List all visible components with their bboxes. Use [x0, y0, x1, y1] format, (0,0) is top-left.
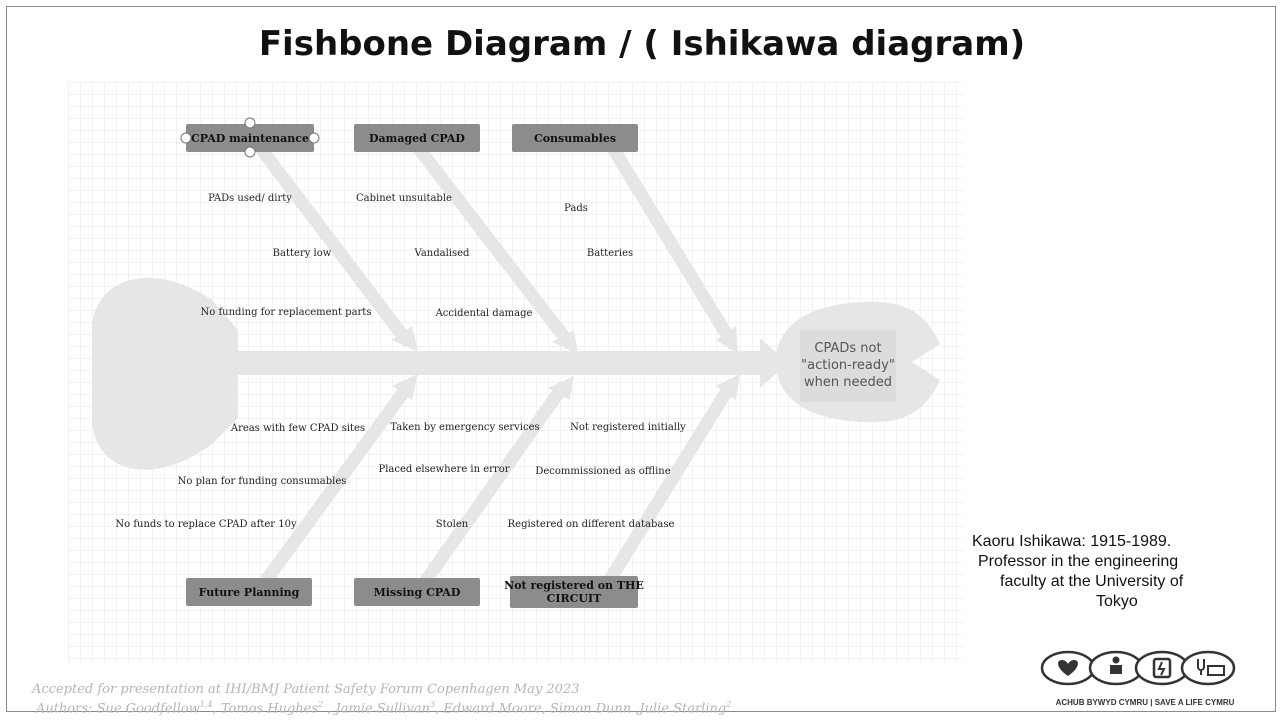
bone-future-planning: [255, 379, 415, 593]
bone-damaged-cpad: [413, 143, 575, 349]
head-line-1: CPADs not: [814, 341, 881, 356]
cause-label: PADs used/ dirty: [208, 193, 292, 204]
author-4: , Edward Moore, Simon Dunn ,Julie Starli…: [435, 701, 727, 717]
logo-caption: ACHUB BYWYD CYMRU | SAVE A LIFE CYMRU: [1055, 698, 1235, 707]
category-consumables: Consumables: [512, 124, 638, 152]
category-label-line-2: CIRCUIT: [547, 592, 603, 605]
category-label: Damaged CPAD: [369, 132, 465, 145]
slide-title: Fishbone Diagram / ( Ishikawa diagram): [258, 24, 1026, 64]
bone-not-registered: [599, 379, 737, 593]
note-line-1: Kaoru Ishikawa: 1915-1989.: [972, 533, 1172, 550]
fish-spine: [214, 351, 762, 375]
cause-label: Areas with few CPAD sites: [230, 423, 365, 434]
cause-label: Vandalised: [414, 248, 471, 259]
note-line-3: faculty at the University of: [1000, 573, 1184, 590]
spine-arrowhead: [760, 338, 788, 388]
fish-tail: [92, 277, 238, 470]
author-3: , Jamie Sullivan: [323, 701, 431, 717]
author-3-affiliation: 3: [430, 700, 436, 709]
cause-label: Decommissioned as offline: [535, 466, 670, 477]
cause-label: Placed elsewhere in error: [378, 464, 509, 475]
cause-label: Batteries: [587, 248, 633, 259]
cause-label: Pads: [564, 203, 588, 214]
category-damaged-cpad: Damaged CPAD: [354, 124, 480, 152]
cause-label: Accidental damage: [435, 308, 533, 319]
note-line-4: Tokyo: [1096, 593, 1138, 610]
presentation-credit: Accepted for presentation at IHI/BMJ Pat…: [32, 682, 580, 697]
cause-label: Stolen: [436, 519, 469, 530]
author-2-affiliation: 2: [318, 700, 324, 709]
category-missing-cpad: Missing CPAD: [354, 578, 480, 606]
cause-label: Not registered initially: [570, 422, 686, 433]
bone-consumables: [607, 143, 737, 347]
bone-arrowheads: [392, 326, 740, 400]
author-1: Authors: Sue Goodfellow: [36, 701, 200, 717]
cause-label: No plan for funding consumables: [178, 476, 347, 487]
save-a-life-logo: [1040, 650, 1236, 686]
category-label: CPAD maintenance: [191, 132, 309, 145]
category-future-planning: Future Planning: [186, 578, 312, 606]
slide-frame: [6, 6, 1276, 712]
person-icon: [1112, 656, 1120, 664]
head-line-2: "action-ready": [801, 358, 895, 373]
category-not-registered: Not registered on THE CIRCUIT: [504, 576, 644, 608]
cause-label: Cabinet unsuitable: [356, 193, 452, 204]
bones: [255, 143, 737, 593]
head-line-3: when needed: [804, 375, 892, 390]
category-label: Future Planning: [199, 586, 300, 599]
ishikawa-note: Kaoru Ishikawa: 1915-1989. Professor in …: [958, 532, 1278, 612]
bone-missing-cpad: [415, 381, 569, 593]
heart-icon: [1058, 660, 1078, 676]
cause-label: Battery low: [273, 248, 332, 259]
category-label: Consumables: [534, 132, 616, 145]
selection-handles: [180, 117, 320, 158]
bone-cpad-maintenance: [255, 143, 413, 347]
bed-icon: [1207, 665, 1225, 676]
cause-label: No funding for replacement parts: [201, 307, 372, 318]
stethoscope-icon: [1197, 659, 1205, 675]
cause-label: Taken by emergency services: [390, 422, 539, 433]
author-2: , Tomos Hughes: [212, 701, 319, 717]
author-4-affiliation: 2: [726, 700, 732, 709]
head-text-panel: [800, 330, 896, 402]
cause-label: Registered on different database: [508, 519, 675, 530]
authors-credit: Authors: Sue Goodfellow1,4, Tomos Hughes…: [36, 700, 731, 716]
category-label-line-1: Not registered on THE: [504, 579, 644, 592]
cause-label: No funds to replace CPAD after 10y: [115, 519, 297, 530]
category-cpad-maintenance: CPAD maintenance: [180, 117, 320, 158]
category-label: Missing CPAD: [374, 586, 461, 599]
author-1-affiliation: 1,4: [199, 700, 213, 709]
defibrillator-icon: [1152, 657, 1172, 679]
note-line-2: Professor in the engineering: [978, 553, 1179, 570]
